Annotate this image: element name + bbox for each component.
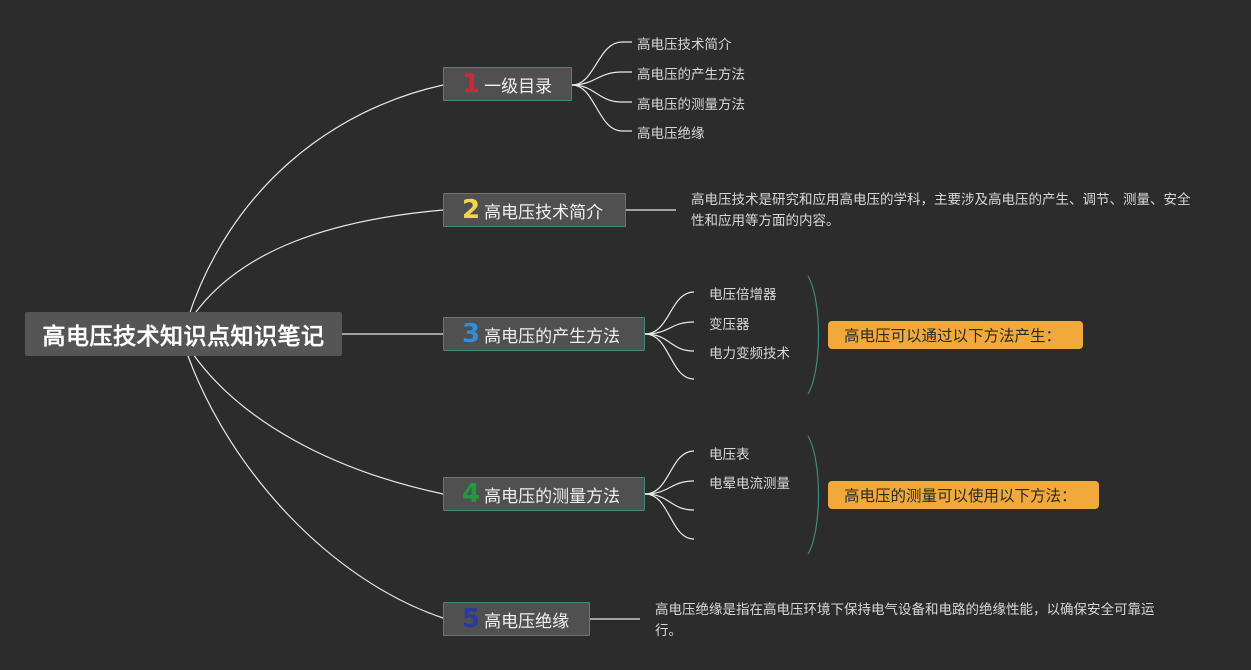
leaf-topic[interactable]: 高电压的产生方法 [637, 67, 745, 83]
branch-1[interactable]: 1 一级目录 [443, 67, 572, 101]
branch-number: 1 [462, 69, 481, 99]
branch-label: 高电压的测量方法 [484, 486, 621, 507]
branch-label: 高电压绝缘 [484, 611, 570, 632]
branch-5[interactable]: 5 高电压绝缘 [443, 602, 590, 636]
branch-number: 2 [462, 195, 481, 225]
leaf-topic[interactable]: 电压倍增器 [709, 287, 777, 303]
branch-label: 高电压的产生方法 [484, 326, 621, 347]
leaf-topic[interactable]: 电力变频技术 [709, 346, 790, 362]
branch-label: 一级目录 [484, 76, 553, 97]
summary-callout[interactable]: 高电压可以通过以下方法产生： [828, 321, 1083, 349]
leaf-topic[interactable]: 电晕电流测量 [709, 476, 790, 492]
branch-description[interactable]: 高电压技术是研究和应用高电压的学科，主要涉及高电压的产生、调节、测量、安全性和应… [691, 192, 1191, 229]
leaf-topic[interactable]: 变压器 [709, 317, 750, 333]
branch-number: 5 [462, 604, 481, 634]
branch-description[interactable]: 高电压绝缘是指在高电压环境下保持电气设备和电路的绝缘性能，以确保安全可靠运行。 [655, 602, 1155, 639]
root-topic[interactable]: 高电压技术知识点知识笔记 [25, 312, 342, 356]
leaf-topic[interactable]: 高电压技术简介 [637, 37, 732, 53]
leaf-topic[interactable]: 电压表 [709, 447, 750, 463]
leaf-topic[interactable]: 高电压绝缘 [637, 126, 705, 142]
branch-2[interactable]: 2 高电压技术简介 [443, 193, 626, 227]
summary-callout[interactable]: 高电压的测量可以使用以下方法： [828, 481, 1099, 509]
branch-number: 4 [462, 479, 481, 509]
branch-3[interactable]: 3 高电压的产生方法 [443, 317, 645, 351]
leaf-topic[interactable]: 高电压的测量方法 [637, 97, 745, 113]
branch-label: 高电压技术简介 [484, 202, 604, 223]
branch-number: 3 [462, 319, 481, 349]
branch-4[interactable]: 4 高电压的测量方法 [443, 477, 645, 511]
